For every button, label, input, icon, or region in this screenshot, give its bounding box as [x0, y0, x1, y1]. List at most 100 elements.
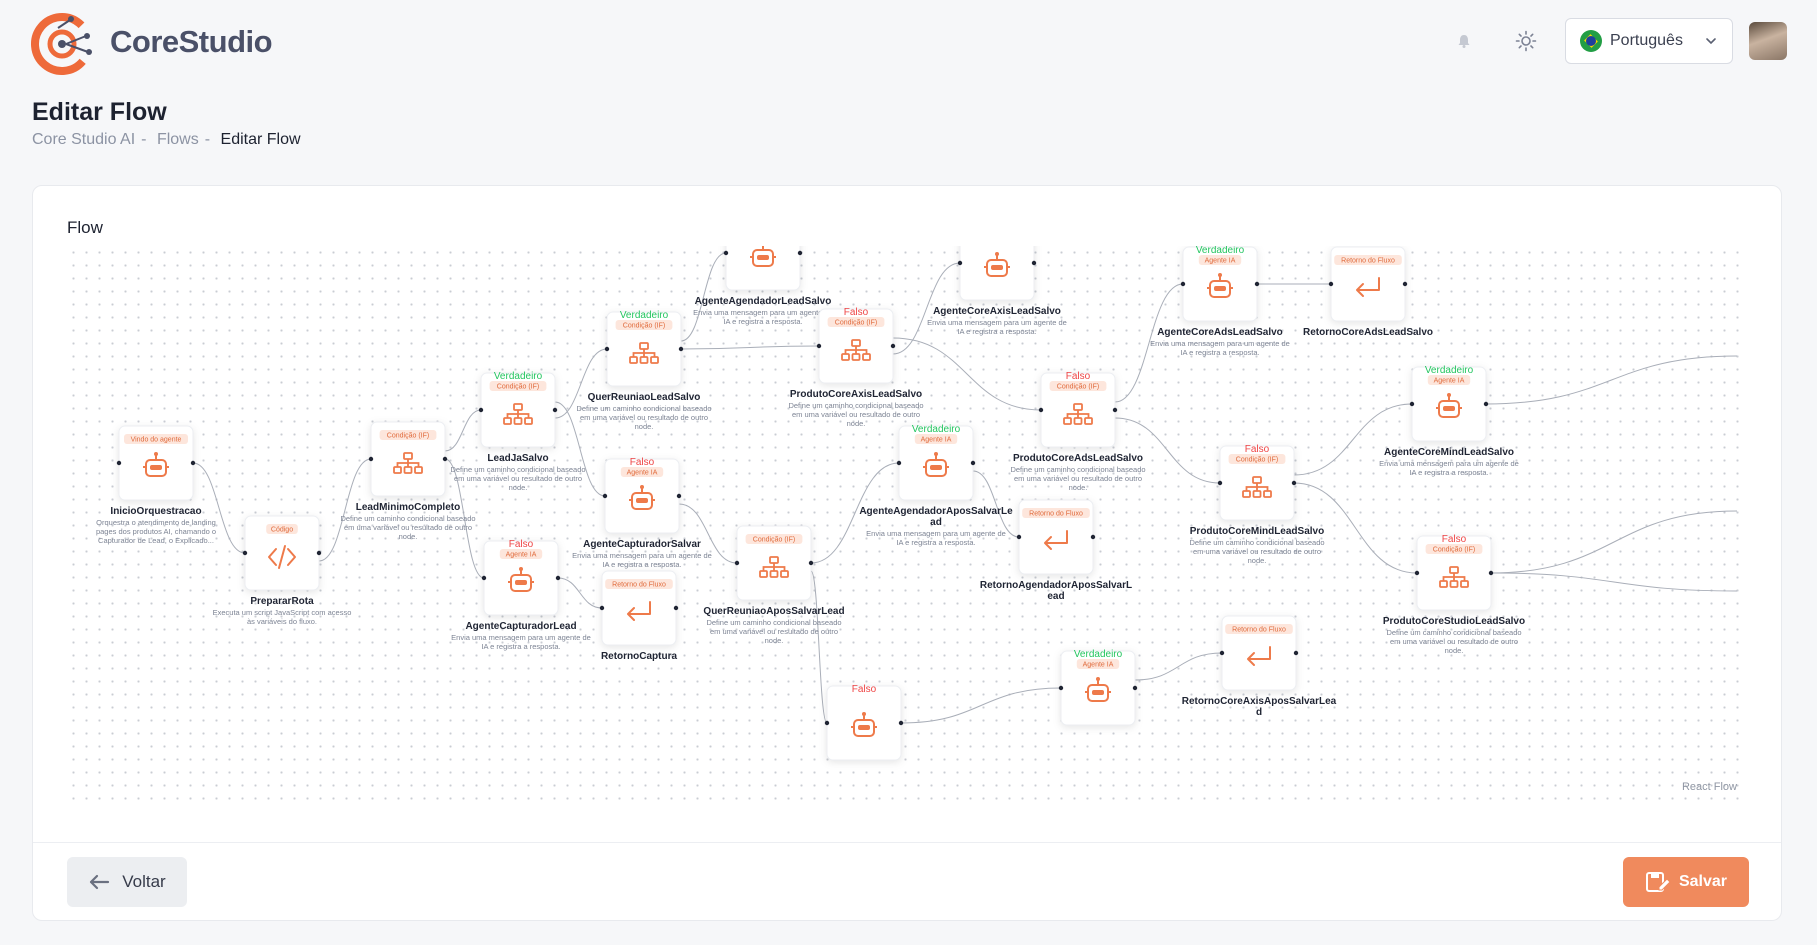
flow-edge[interactable]	[810, 570, 828, 724]
flow-node[interactable]: Falso	[824, 684, 904, 761]
flow-edge[interactable]	[318, 458, 372, 562]
flow-edge[interactable]	[1490, 510, 1738, 574]
node-input-handle[interactable]	[816, 343, 822, 349]
node-output-handle[interactable]	[190, 460, 196, 466]
node-input-handle[interactable]	[1180, 281, 1186, 287]
node-input-handle[interactable]	[478, 407, 484, 413]
node-input-handle[interactable]	[1038, 407, 1044, 413]
node-output-handle[interactable]	[1112, 407, 1118, 413]
node-input-handle[interactable]	[1328, 281, 1334, 287]
flow-edge[interactable]	[972, 470, 1020, 538]
breadcrumb-item-core-studio[interactable]: Core Studio AI	[32, 131, 136, 148]
node-output-handle[interactable]	[673, 605, 679, 611]
node-output-handle[interactable]	[1483, 401, 1489, 407]
node-input-handle[interactable]	[481, 575, 487, 581]
save-button[interactable]: Salvar	[1623, 857, 1749, 907]
flow-graph[interactable]: Vindo do agenteInicioOrquestracaoOrquest…	[67, 246, 1747, 801]
node-output-handle[interactable]	[1293, 650, 1299, 656]
flow-edge[interactable]	[680, 345, 820, 350]
react-flow-attribution[interactable]: React Flow	[1681, 781, 1737, 793]
node-output-handle[interactable]	[316, 550, 322, 556]
flow-edge[interactable]	[554, 401, 606, 497]
flow-edge[interactable]	[680, 252, 727, 342]
node-input-handle[interactable]	[1016, 534, 1022, 540]
node-output-handle[interactable]	[1132, 685, 1138, 691]
flow-edge[interactable]	[678, 503, 738, 564]
node-output-handle[interactable]	[1090, 534, 1096, 540]
flow-node-box[interactable]	[725, 246, 801, 291]
node-input-handle[interactable]	[896, 460, 902, 466]
node-output-handle[interactable]	[552, 407, 558, 413]
flow-node[interactable]: Condição (IF)VerdadeiroLeadJaSalvoDefine…	[450, 371, 585, 492]
flow-node[interactable]: Condição (IF)VerdadeiroQuerReuniaoLeadSa…	[576, 310, 711, 431]
node-output-handle[interactable]	[808, 560, 814, 566]
flow-node[interactable]: Agente IAFalsoAgenteCapturadorLeadEnvia …	[451, 539, 591, 651]
flow-edge[interactable]	[192, 462, 246, 554]
node-output-handle[interactable]	[1291, 480, 1297, 486]
node-input-handle[interactable]	[1414, 570, 1420, 576]
theme-toggle-button[interactable]	[1503, 18, 1549, 64]
node-input-handle[interactable]	[1217, 480, 1223, 486]
flow-edge[interactable]	[1114, 283, 1184, 403]
flow-node[interactable]: Condição (IF)FalsoProdutoCoreAxisLeadSal…	[788, 307, 923, 428]
flow-edge[interactable]	[444, 458, 485, 579]
notification-button[interactable]	[1441, 18, 1487, 64]
node-input-handle[interactable]	[242, 550, 248, 556]
node-output-handle[interactable]	[970, 460, 976, 466]
node-output-handle[interactable]	[1254, 281, 1260, 287]
node-output-handle[interactable]	[797, 250, 803, 256]
node-output-handle[interactable]	[1031, 260, 1037, 266]
node-input-handle[interactable]	[1058, 685, 1064, 691]
node-output-handle[interactable]	[1402, 281, 1408, 287]
node-input-handle[interactable]	[602, 493, 608, 499]
flow-node[interactable]: Condição (IF)FalsoProdutoCoreMindLeadSal…	[1189, 444, 1324, 565]
flow-edge[interactable]	[1134, 652, 1223, 681]
flow-edge[interactable]	[444, 409, 482, 452]
flow-node[interactable]: Vindo do agenteInicioOrquestracaoOrquest…	[96, 425, 216, 545]
node-input-handle[interactable]	[957, 260, 963, 266]
flow-edge[interactable]	[557, 577, 603, 609]
node-output-handle[interactable]	[555, 575, 561, 581]
node-input-handle[interactable]	[723, 250, 729, 256]
node-input-handle[interactable]	[599, 605, 605, 611]
flow-node[interactable]: Agente IAVerdadeiroAgenteAgendadorAposSa…	[859, 424, 1013, 547]
node-output-handle[interactable]	[442, 456, 448, 462]
flow-edge[interactable]	[554, 348, 608, 419]
node-output-handle[interactable]	[676, 493, 682, 499]
flow-edge[interactable]	[1485, 355, 1738, 405]
node-input-handle[interactable]	[604, 346, 610, 352]
breadcrumb-item-flows[interactable]: Flows	[156, 131, 199, 148]
flow-edge[interactable]	[1293, 403, 1413, 476]
node-output-handle[interactable]	[898, 720, 904, 726]
node-output-handle[interactable]	[890, 343, 896, 349]
avatar[interactable]	[1749, 22, 1787, 60]
node-input-handle[interactable]	[116, 460, 122, 466]
flow-node[interactable]: Condição (IF)FalsoProdutoCoreStudioLeadS…	[1383, 534, 1525, 655]
flow-node[interactable]: Agente IAVerdadeiroAgenteCoreMindLeadSal…	[1379, 365, 1519, 477]
flow-edge[interactable]	[1490, 572, 1738, 592]
flow-node[interactable]: Condição (IF)FalsoProdutoCoreAdsLeadSalv…	[1010, 371, 1145, 492]
flow-node[interactable]: Retorno do FluxoRetornoCoreAxisAposSalva…	[1182, 615, 1337, 718]
node-input-handle[interactable]	[824, 720, 830, 726]
flow-edge[interactable]	[1114, 417, 1221, 484]
flow-edge[interactable]	[900, 687, 1062, 724]
flow-node-box[interactable]	[826, 685, 902, 761]
back-button[interactable]: Voltar	[67, 857, 187, 907]
language-select[interactable]: Português	[1565, 18, 1733, 64]
node-input-handle[interactable]	[1219, 650, 1225, 656]
flow-node[interactable]: Agente IAFalsoAgenteCapturadorSalvarEnvi…	[572, 457, 712, 569]
node-input-handle[interactable]	[734, 560, 740, 566]
node-output-handle[interactable]	[678, 346, 684, 352]
node-input-handle[interactable]	[1409, 401, 1415, 407]
node-input-handle[interactable]	[368, 456, 374, 462]
flow-node[interactable]: Condição (IF)QuerReuniaoAposSalvarLeadDe…	[703, 525, 845, 645]
flow-edge[interactable]	[810, 462, 900, 564]
